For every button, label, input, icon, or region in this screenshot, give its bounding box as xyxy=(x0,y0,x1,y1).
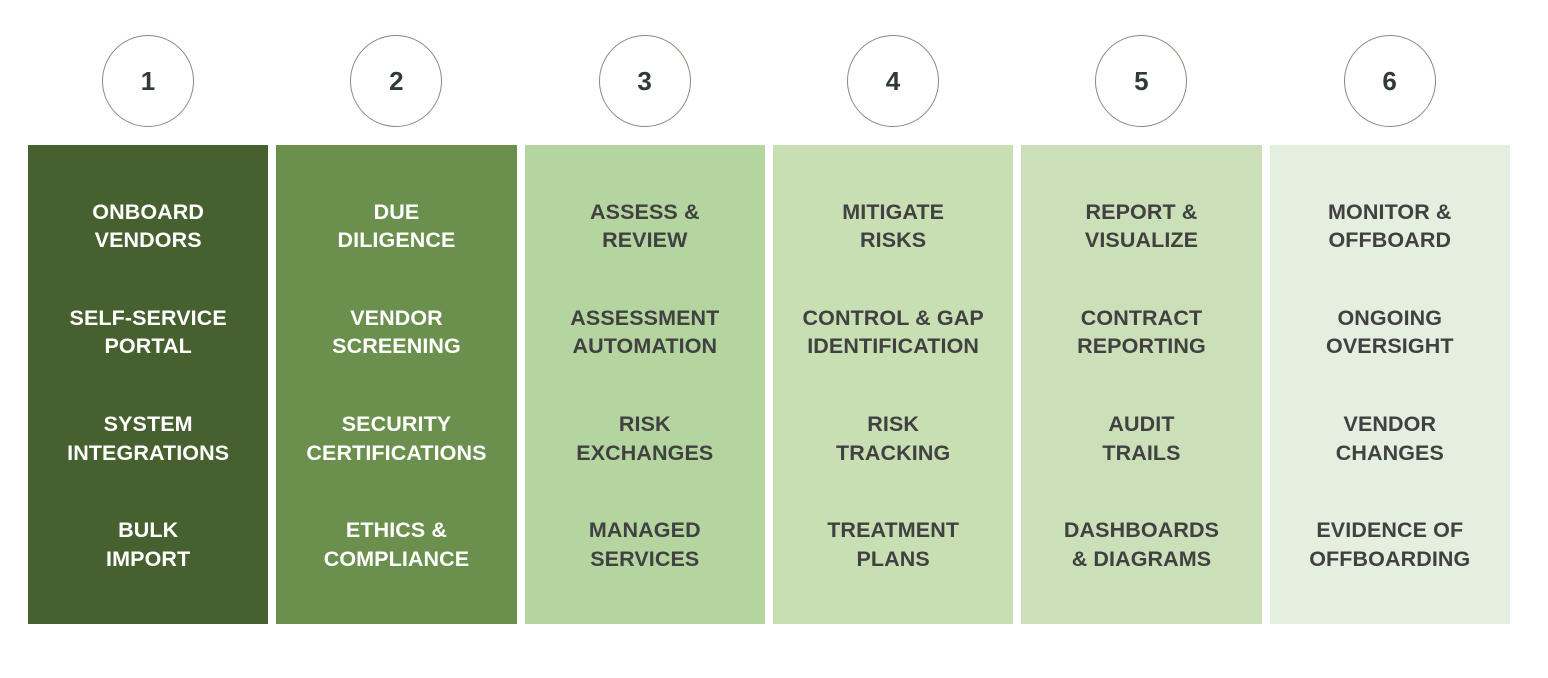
stage-item-3-1: ASSESSMENT AUTOMATION xyxy=(570,305,720,359)
stage-item-4-3: TREATMENT PLANS xyxy=(827,518,960,571)
step-number-label-5: 5 xyxy=(1134,65,1149,96)
step-circle-4[interactable]: 4 xyxy=(847,34,940,127)
step-circle-3[interactable]: 3 xyxy=(598,34,691,127)
stage-heading-cell-4: MITIGATE RISKS xyxy=(779,173,1007,279)
stage-column-4[interactable]: MITIGATE RISKS CONTROL & GAP IDENTIFICAT… xyxy=(772,145,1014,624)
stage-item-cell-2-2[interactable]: SECURITY CERTIFICATIONS xyxy=(282,386,510,492)
step-number-row: 1 2 3 4 5 6 xyxy=(28,30,1510,131)
stage-item-6-1: ONGOING OVERSIGHT xyxy=(1326,305,1454,359)
stage-item-cell-5-1[interactable]: CONTRACT REPORTING xyxy=(1027,279,1255,385)
stage-item-cell-2-1[interactable]: VENDOR SCREENING xyxy=(282,279,510,385)
stage-column-2[interactable]: DUE DILIGENCE VENDOR SCREENING SECURITY … xyxy=(276,145,517,624)
stage-item-cell-4-3[interactable]: TREATMENT PLANS xyxy=(779,492,1007,598)
step-number-cell-5: 5 xyxy=(1021,30,1261,131)
stage-heading-cell-5: REPORT & VISUALIZE xyxy=(1027,173,1255,279)
step-number-cell-3: 3 xyxy=(525,30,765,131)
stage-item-1-3: BULK IMPORT xyxy=(106,518,191,571)
step-number-label-1: 1 xyxy=(140,65,156,96)
stage-item-cell-3-3[interactable]: MANAGED SERVICES xyxy=(531,492,759,598)
stage-item-2-1: VENDOR SCREENING xyxy=(332,305,461,359)
stage-item-cell-1-1[interactable]: SELF-SERVICE PORTAL xyxy=(34,279,262,385)
stage-column-6[interactable]: MONITOR & OFFBOARD ONGOING OVERSIGHT VEN… xyxy=(1269,145,1510,624)
step-number-label-4: 4 xyxy=(885,65,901,96)
stage-heading-cell-3: ASSESS & REVIEW xyxy=(531,173,759,279)
step-number-label-6: 6 xyxy=(1382,65,1398,96)
stage-item-cell-6-3[interactable]: EVIDENCE OF OFFBOARDING xyxy=(1276,492,1504,598)
stage-item-cell-6-1[interactable]: ONGOING OVERSIGHT xyxy=(1276,279,1504,385)
stage-heading-3: ASSESS & REVIEW xyxy=(590,199,700,253)
stage-item-cell-3-1[interactable]: ASSESSMENT AUTOMATION xyxy=(531,279,759,385)
stage-item-6-2: VENDOR CHANGES xyxy=(1335,412,1444,465)
stage-column-1[interactable]: ONBOARD VENDORS SELF-SERVICE PORTAL SYST… xyxy=(28,145,269,624)
step-number-label-2: 2 xyxy=(389,65,404,96)
stage-heading-1: ONBOARD VENDORS xyxy=(92,199,205,253)
step-number-label-3: 3 xyxy=(637,65,653,96)
stage-item-4-1: CONTROL & GAP IDENTIFICATION xyxy=(802,305,984,359)
stage-item-cell-2-3[interactable]: ETHICS & COMPLIANCE xyxy=(282,492,510,598)
stage-item-5-3: DASHBOARDS & DIAGRAMS xyxy=(1063,518,1220,571)
stage-item-2-2: SECURITY CERTIFICATIONS xyxy=(306,412,487,465)
stage-column-3[interactable]: ASSESS & REVIEW ASSESSMENT AUTOMATION RI… xyxy=(524,145,765,624)
stage-item-4-2: RISK TRACKING xyxy=(836,412,951,465)
stage-item-1-1: SELF-SERVICE PORTAL xyxy=(69,305,227,359)
stage-heading-2: DUE DILIGENCE xyxy=(337,199,456,253)
stage-heading-6: MONITOR & OFFBOARD xyxy=(1328,199,1452,253)
stage-item-cell-5-2[interactable]: AUDIT TRAILS xyxy=(1027,386,1255,492)
stage-item-cell-1-2[interactable]: SYSTEM INTEGRATIONS xyxy=(34,386,262,492)
step-number-cell-6: 6 xyxy=(1270,30,1510,131)
stage-heading-4: MITIGATE RISKS xyxy=(842,199,945,253)
step-circle-6[interactable]: 6 xyxy=(1343,34,1436,127)
stage-item-3-2: RISK EXCHANGES xyxy=(576,412,714,465)
step-number-cell-1: 1 xyxy=(28,30,268,131)
step-circle-2[interactable]: 2 xyxy=(350,34,443,127)
step-number-cell-2: 2 xyxy=(276,30,516,131)
stage-item-cell-4-2[interactable]: RISK TRACKING xyxy=(779,386,1007,492)
step-circle-1[interactable]: 1 xyxy=(102,34,195,127)
stage-item-cell-4-1[interactable]: CONTROL & GAP IDENTIFICATION xyxy=(779,279,1007,385)
stage-item-cell-1-3[interactable]: BULK IMPORT xyxy=(34,492,262,598)
stage-heading-5: REPORT & VISUALIZE xyxy=(1084,199,1199,253)
stage-item-2-3: ETHICS & COMPLIANCE xyxy=(323,518,470,571)
step-circle-5[interactable]: 5 xyxy=(1095,34,1188,127)
stage-item-cell-5-3[interactable]: DASHBOARDS & DIAGRAMS xyxy=(1027,492,1255,598)
stage-item-5-2: AUDIT TRAILS xyxy=(1102,412,1181,465)
stage-item-cell-3-2[interactable]: RISK EXCHANGES xyxy=(531,386,759,492)
stage-item-6-3: EVIDENCE OF OFFBOARDING xyxy=(1309,518,1471,571)
stage-item-cell-6-2[interactable]: VENDOR CHANGES xyxy=(1276,386,1504,492)
stage-heading-cell-1: ONBOARD VENDORS xyxy=(34,173,262,279)
step-number-cell-4: 4 xyxy=(773,30,1013,131)
stage-heading-cell-6: MONITOR & OFFBOARD xyxy=(1276,173,1504,279)
stage-column-5[interactable]: REPORT & VISUALIZE CONTRACT REPORTING AU… xyxy=(1021,145,1262,624)
stage-heading-cell-2: DUE DILIGENCE xyxy=(282,173,510,279)
stage-item-1-2: SYSTEM INTEGRATIONS xyxy=(67,412,230,465)
stage-item-5-1: CONTRACT REPORTING xyxy=(1077,305,1206,359)
stage-item-3-3: MANAGED SERVICES xyxy=(588,518,701,571)
stage-columns-row: ONBOARD VENDORS SELF-SERVICE PORTAL SYST… xyxy=(28,145,1510,624)
